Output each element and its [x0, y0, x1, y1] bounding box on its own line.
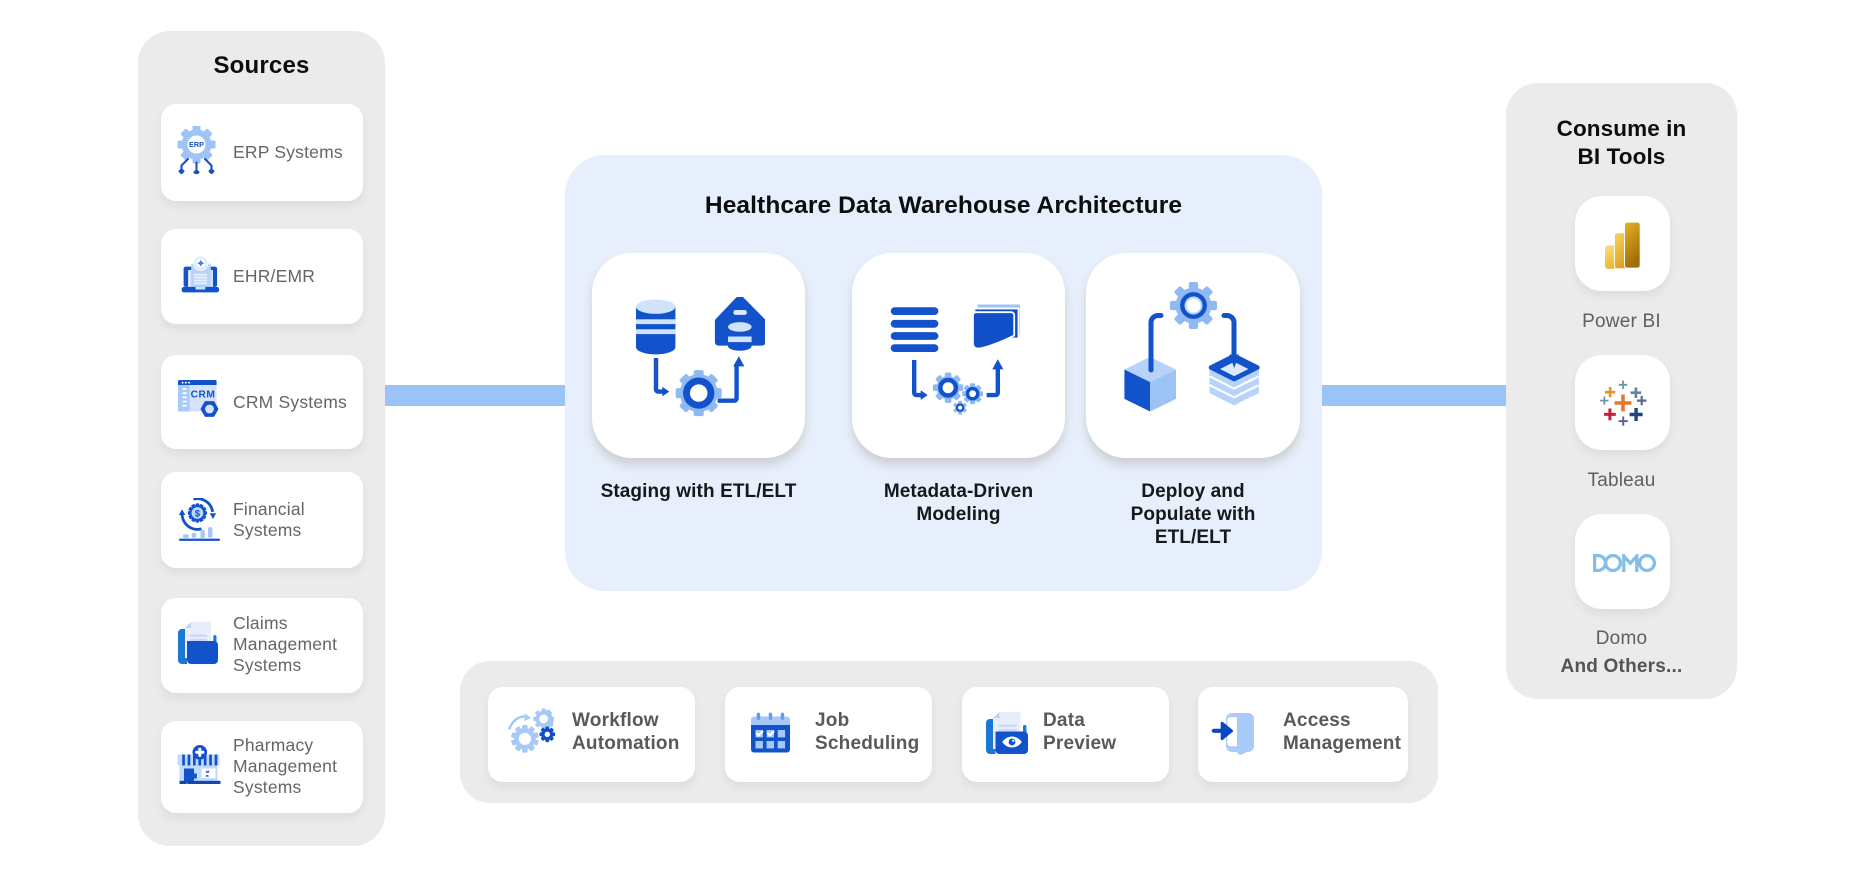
svg-text:CRM: CRM [191, 390, 216, 401]
svg-text:ERP: ERP [189, 140, 204, 149]
svg-text:$: $ [195, 508, 201, 519]
